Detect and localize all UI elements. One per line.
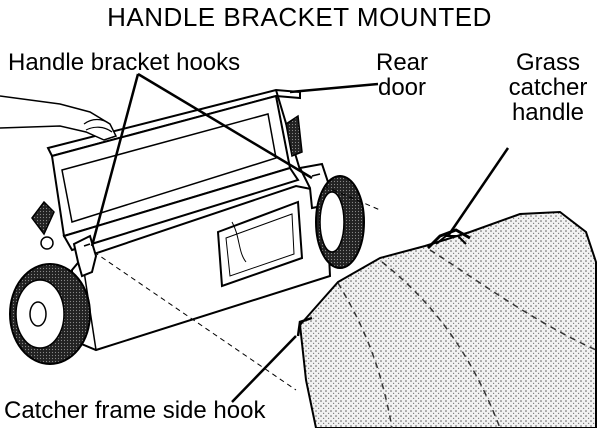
grass-catcher-bag — [298, 210, 597, 428]
diagram-title: HANDLE BRACKET MOUNTED — [107, 2, 492, 32]
handle-bracket-hook-left — [72, 234, 98, 278]
label-grass-catcher-line2: catcher — [508, 74, 588, 102]
alignment-lines — [93, 185, 381, 391]
label-grass-catcher-line3: handle — [511, 99, 585, 127]
grass-catcher-handle — [426, 228, 471, 250]
label-rear-door-line1: Rear — [375, 49, 429, 76]
rear-door — [46, 88, 301, 252]
label-rear-door: Rear door — [374, 49, 430, 102]
right-rear-wheel — [315, 175, 365, 269]
left-height-lever — [31, 200, 55, 250]
label-rear-door-line2: door — [377, 74, 427, 102]
label-catcher-frame-side-hook: Catcher frame side hook — [4, 397, 266, 424]
catcher-frame-side-hook — [296, 316, 313, 337]
label-grass-catcher-line1: Grass — [515, 49, 580, 76]
leader-lines — [90, 72, 510, 403]
right-height-lever — [285, 114, 303, 158]
label-grass-catcher-handle: Grass catcher handle — [502, 50, 594, 126]
left-rear-wheel — [9, 263, 91, 365]
mower-deck — [71, 184, 332, 352]
label-handle-bracket-hooks: Handle bracket hooks — [8, 49, 241, 76]
hand-lifting-door — [0, 95, 118, 141]
